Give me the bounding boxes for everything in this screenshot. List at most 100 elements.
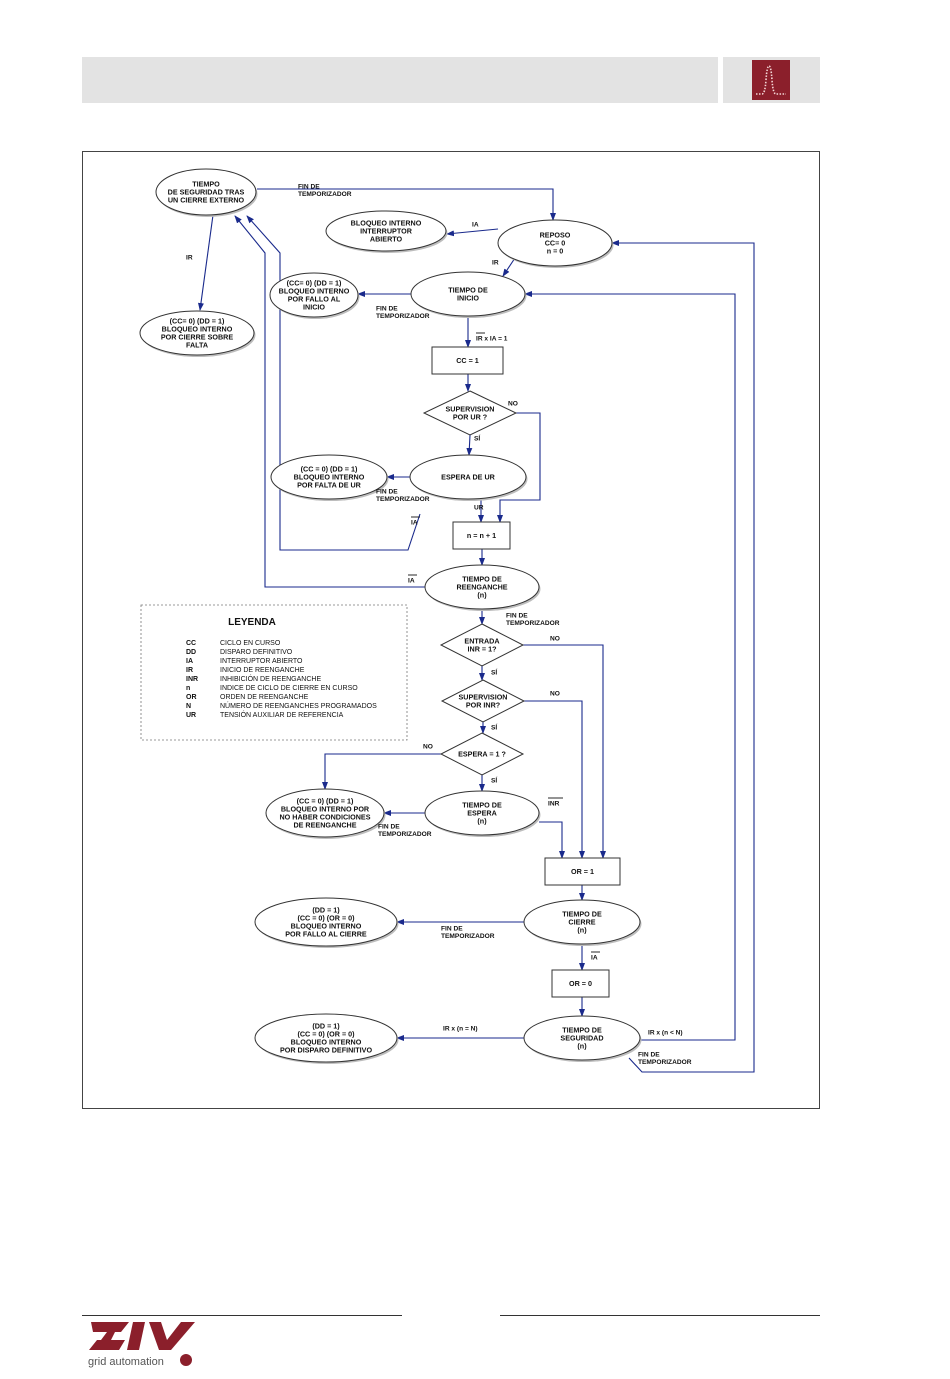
- node-text-line: REPOSO: [540, 231, 571, 240]
- node-bloqueo-disparo: (DD = 1)(CC = 0) (OR = 0)BLOQUEO INTERNO…: [254, 1013, 399, 1064]
- edge-label-line: FIN DE: [378, 824, 400, 831]
- node-espera-ur: ESPERA DE UR: [409, 454, 528, 501]
- node-text-line: POR CIERRE SOBRE: [161, 333, 233, 342]
- node-text-line: (CC = 0) (OR = 0): [297, 1030, 355, 1039]
- edge-label-line: IR x (n = N): [443, 1025, 478, 1032]
- node-text-line: TIEMPO DE: [562, 1026, 602, 1035]
- edge-label-no-sup-inr: NO: [550, 690, 560, 697]
- edge-label-line: INR: [548, 800, 560, 807]
- node-text-line: ENTRADA: [464, 637, 499, 646]
- node-text-line: REENGANCHE: [456, 583, 507, 592]
- edge-label-line: IA: [411, 519, 418, 526]
- flow-arrow: [524, 291, 736, 1041]
- edge-label-ir-left: IR: [186, 254, 193, 261]
- node-text-line: POR FALLO AL: [288, 295, 341, 304]
- legend-code: DD: [186, 649, 196, 656]
- edge-label-line: IA: [472, 221, 479, 228]
- edge-label-line: TEMPORIZADOR: [441, 933, 495, 940]
- edge-label-line: IA: [408, 577, 415, 584]
- edge-label-line: NO: [550, 690, 560, 697]
- edge-label-ir-n-lt: IR x (n < N): [648, 1029, 683, 1036]
- legend-code: IA: [186, 658, 193, 665]
- edge-label-line: IR x IA = 1: [476, 335, 508, 342]
- node-text-line: UN CIERRE EXTERNO: [168, 196, 245, 205]
- node-text-line: POR DISPARO DEFINITIVO: [280, 1046, 373, 1055]
- node-text-line: FALTA: [186, 341, 208, 350]
- edge-label-line: TEMPORIZADOR: [506, 620, 560, 627]
- node-espera1: ESPERA = 1 ?: [439, 732, 525, 776]
- legend-desc: ORDEN DE REENGANCHE: [220, 694, 309, 701]
- node-text-line: BLOQUEO INTERNO: [351, 219, 422, 228]
- edge-label-ir-ia: IR x IA = 1: [476, 332, 508, 342]
- node-text-line: POR FALTA DE UR: [297, 481, 362, 490]
- footer-rule-left: [82, 1315, 402, 1316]
- node-text-line: n = 0: [547, 247, 564, 256]
- node-text-line: (n): [477, 817, 487, 826]
- flow-arrow: [322, 753, 441, 790]
- node-text-line: TIEMPO DE: [448, 286, 488, 295]
- node-text-line: BLOQUEO INTERNO: [291, 1038, 362, 1047]
- edge-label-line: SÍ: [491, 667, 497, 676]
- edge-label-line: SÍ: [491, 722, 497, 731]
- node-text-line: (CC = 0) (DD = 1): [297, 797, 354, 806]
- legend-desc: INDICE DE CICLO DE CIERRE EN CURSO: [220, 685, 358, 692]
- node-text-line: INICIO: [457, 294, 479, 303]
- node-text-line: POR FALLO AL CIERRE: [285, 930, 367, 939]
- legend-code: N: [186, 703, 191, 710]
- legend-code: UR: [186, 712, 196, 719]
- node-text-line: TIEMPO DE: [562, 910, 602, 919]
- node-text-line: SEGURIDAD: [560, 1034, 603, 1043]
- edge-label-ia-cierre: IA: [591, 951, 600, 961]
- edge-label-line: SÍ: [474, 433, 480, 442]
- node-text-line: (n): [477, 591, 487, 600]
- edge-label-line: IR: [492, 259, 499, 266]
- legend-code: CC: [186, 640, 196, 647]
- node-text-line: BLOQUEO INTERNO: [294, 473, 365, 482]
- edge-label-ia-ur: IA: [411, 516, 420, 526]
- edge-label-ur: UR: [474, 504, 484, 511]
- node-text-line: CIERRE: [568, 918, 595, 927]
- edge-label-line: IR: [186, 254, 193, 261]
- legend-title: LEYENDA: [228, 617, 276, 628]
- node-text-line: CC = 1: [456, 356, 479, 365]
- edge-label-line: FIN DE: [441, 926, 463, 933]
- edge-label-inr-bar: INR: [548, 797, 563, 807]
- flow-arrow: [502, 257, 516, 277]
- node-text-line: INTERRUPTOR: [360, 227, 413, 236]
- edge-label-ir-reposo: IR: [492, 259, 499, 266]
- node-text-line: OR = 1: [571, 867, 594, 876]
- edge-label-si-ur: SÍ: [474, 433, 480, 442]
- header-bar: [82, 57, 718, 103]
- node-or0: OR = 0: [551, 969, 610, 998]
- node-text-line: TIEMPO DE: [462, 801, 502, 810]
- footer-tagline: grid automation: [88, 1356, 164, 1368]
- flow-arrow: [524, 700, 585, 859]
- node-text-line: (n): [577, 926, 587, 935]
- edge-label-line: IA: [591, 954, 598, 961]
- edge-label-line: FIN DE: [376, 306, 398, 313]
- legend-desc: TENSIÓN AUXILIAR DE REFERENCIA: [220, 710, 344, 719]
- legend-code: INR: [186, 676, 198, 683]
- flow-arrow: [523, 644, 606, 859]
- edge-label-ia-reeng: IA: [408, 574, 417, 584]
- node-text-line: DE SEGURIDAD TRAS: [168, 188, 245, 197]
- node-text-line: ESPERA = 1 ?: [458, 750, 506, 759]
- node-text-line: NO HABER CONDICIONES: [279, 813, 370, 822]
- legend-desc: INICIO DE REENGANCHE: [220, 667, 305, 674]
